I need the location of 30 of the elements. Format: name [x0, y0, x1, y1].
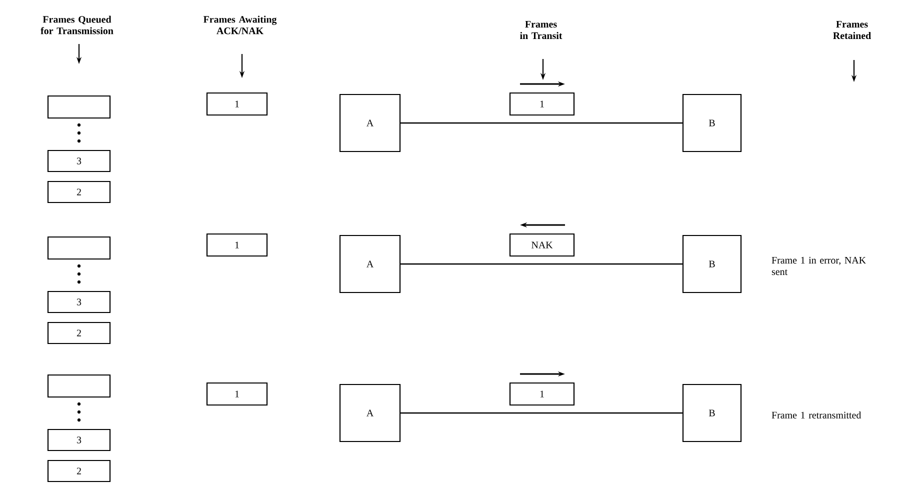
frame-box: 1: [206, 92, 268, 116]
column-heading: Frames in Transit: [520, 20, 562, 40]
frame-box: NAK: [509, 233, 575, 257]
column-heading: Frames Awaiting ACK/NAK: [203, 16, 277, 34]
empty-frame-box: [47, 95, 111, 119]
frame-box: 1: [509, 92, 575, 116]
link-line: [400, 122, 682, 124]
frame-box: 1: [206, 382, 268, 406]
station-box: A: [339, 94, 401, 152]
station-box: B: [682, 384, 742, 442]
link-line: [400, 412, 682, 414]
status-note: Frame 1 in error, NAK sent: [772, 256, 866, 276]
frame-box: 2: [47, 322, 111, 344]
frame-box: 1: [206, 233, 268, 257]
empty-frame-box: [47, 374, 111, 398]
status-note: Frame 1 retransmitted: [772, 411, 862, 418]
empty-frame-box: [47, 236, 111, 260]
link-line: [400, 263, 682, 265]
station-box: A: [339, 234, 401, 294]
column-heading: Frames Retained: [833, 20, 871, 40]
frame-box: 3: [47, 428, 111, 452]
station-box: B: [682, 94, 742, 152]
column-heading: Frames Queued for Transmission: [40, 16, 114, 34]
frame-box: 1: [509, 382, 575, 406]
frame-box: 3: [47, 290, 111, 314]
frame-box: 3: [47, 150, 111, 172]
frame-box: 2: [47, 460, 111, 482]
frame-box: 2: [47, 180, 111, 204]
station-box: B: [682, 234, 742, 294]
station-box: A: [339, 384, 401, 442]
